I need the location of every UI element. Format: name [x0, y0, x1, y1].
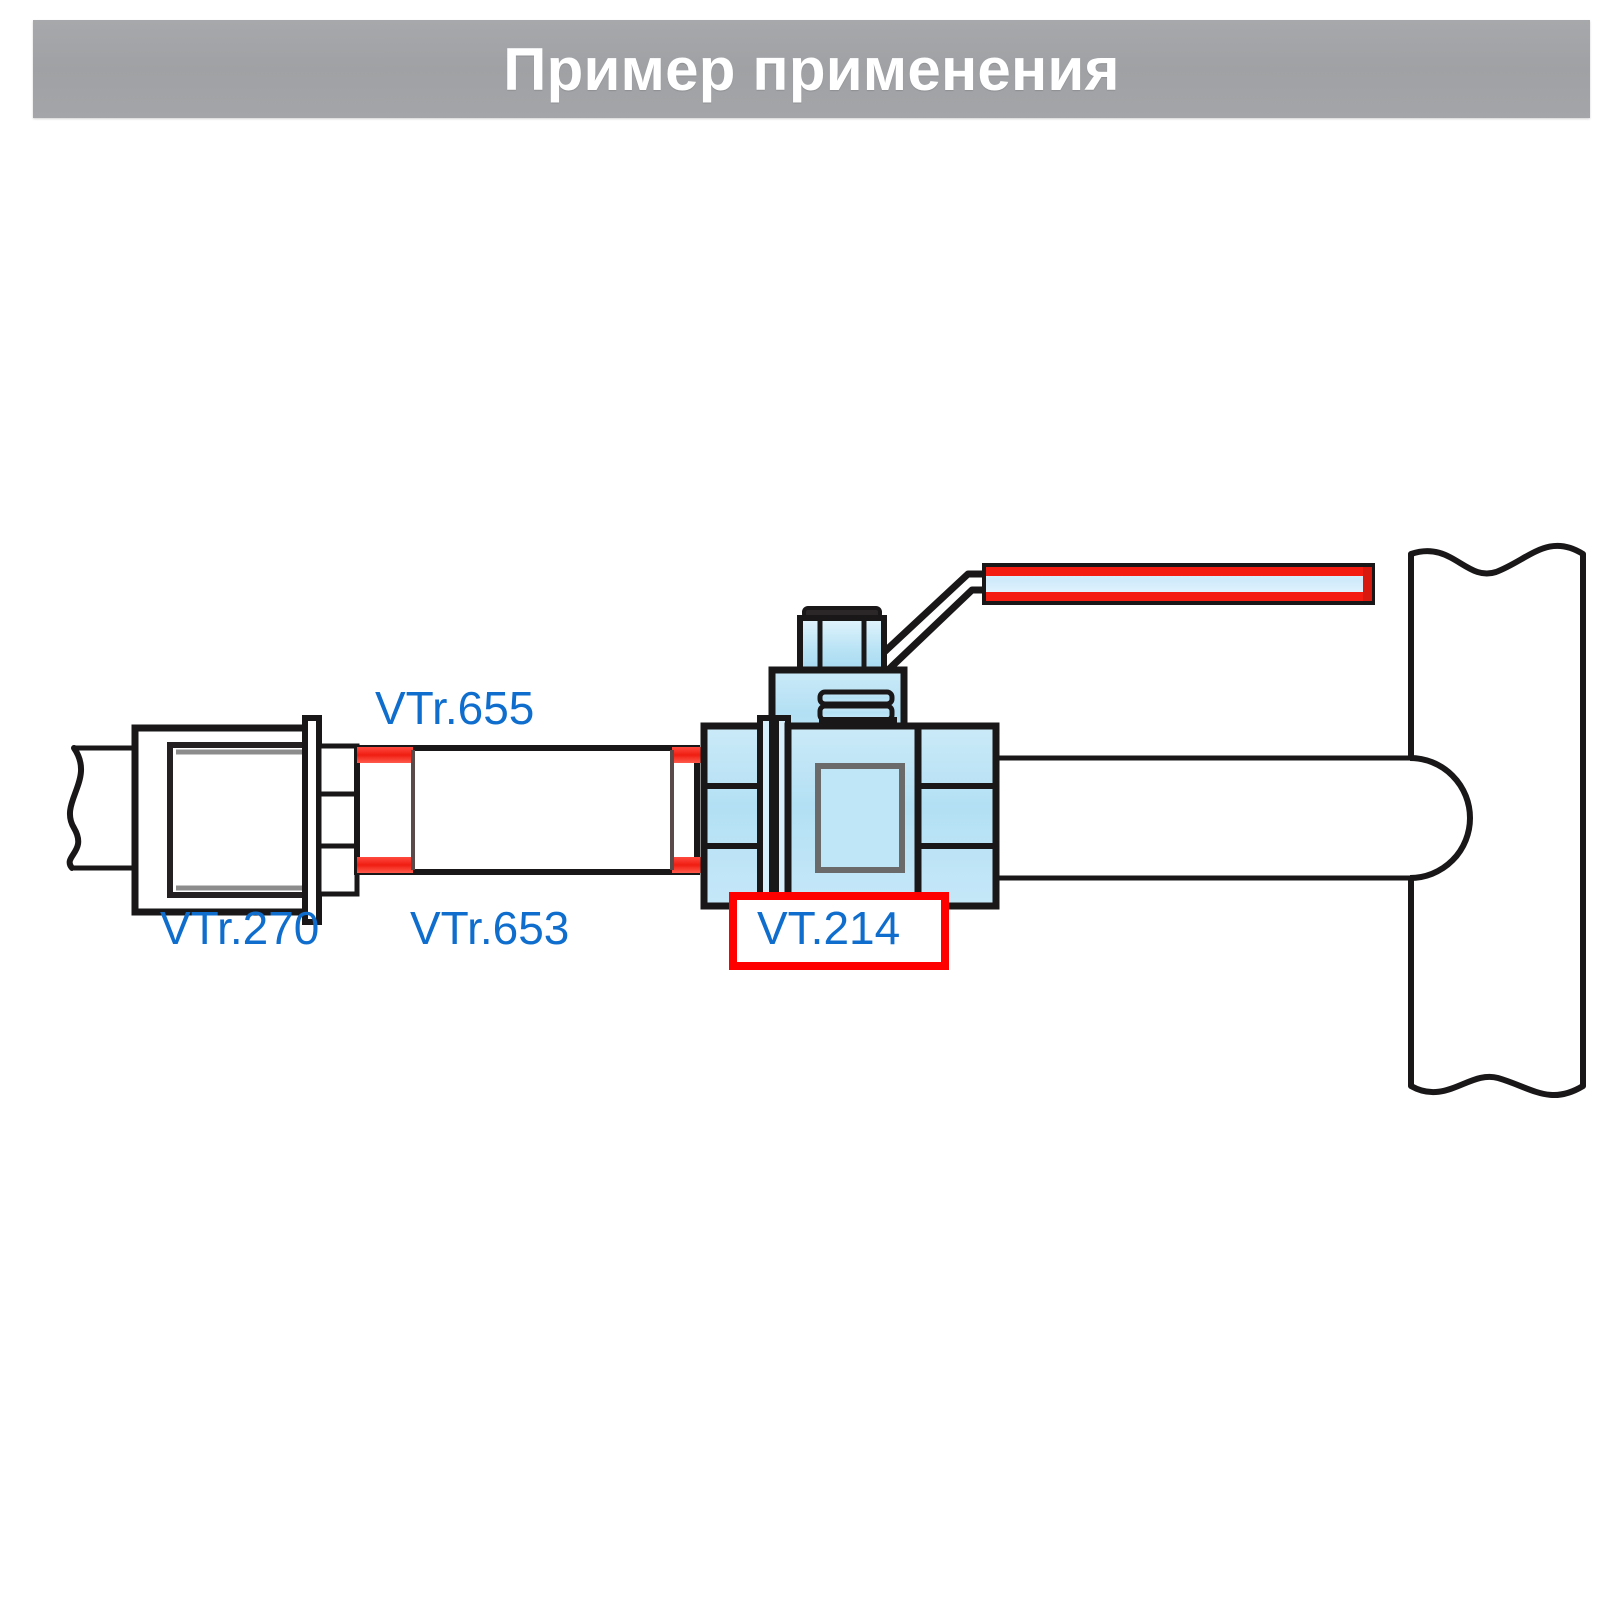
header-banner: Пример применения — [33, 20, 1590, 118]
thread-band-icon — [672, 747, 702, 763]
label-vt-214: VT.214 — [757, 902, 900, 954]
pipe-assembly-schematic: VTr.655 VTr.270 VTr.653 VT.214 — [66, 542, 1586, 1098]
label-vtr-270: VTr.270 — [160, 902, 319, 954]
thread-band-icon — [357, 747, 413, 763]
nipple-body — [354, 745, 700, 875]
valve-lever-handle[interactable] — [838, 563, 1375, 676]
highlight-box-vt214 — [729, 892, 949, 970]
ball-valve-vt214 — [700, 563, 1375, 917]
valve-seal-rib — [757, 715, 775, 917]
valve-body — [700, 715, 1000, 917]
valve-ball-bore — [815, 763, 905, 873]
thread-band-icon — [357, 857, 413, 873]
outlet-pipe — [994, 755, 1473, 881]
break-line-riser-bottom-icon — [1408, 1073, 1586, 1098]
nipple-vtr653 — [354, 745, 702, 875]
handle-red-bottom-icon — [986, 592, 1371, 601]
label-vtr-655: VTr.655 — [375, 682, 534, 734]
coupling-vtr270 — [131, 715, 360, 925]
thread-band-icon — [672, 857, 702, 873]
break-line-left-icon — [66, 745, 84, 871]
handle-red-top-icon — [986, 567, 1371, 576]
handle-end-cap-icon — [1363, 567, 1372, 601]
valve-stem-nut — [797, 606, 887, 673]
break-line-riser-top-icon — [1408, 542, 1586, 577]
vertical-riser — [1408, 542, 1586, 1098]
label-vtr-653: VTr.653 — [410, 902, 569, 954]
page-title: Пример применения — [503, 35, 1120, 103]
diagram-container: VTr.655 VTr.270 VTr.653 VT.214 — [0, 120, 1624, 1620]
